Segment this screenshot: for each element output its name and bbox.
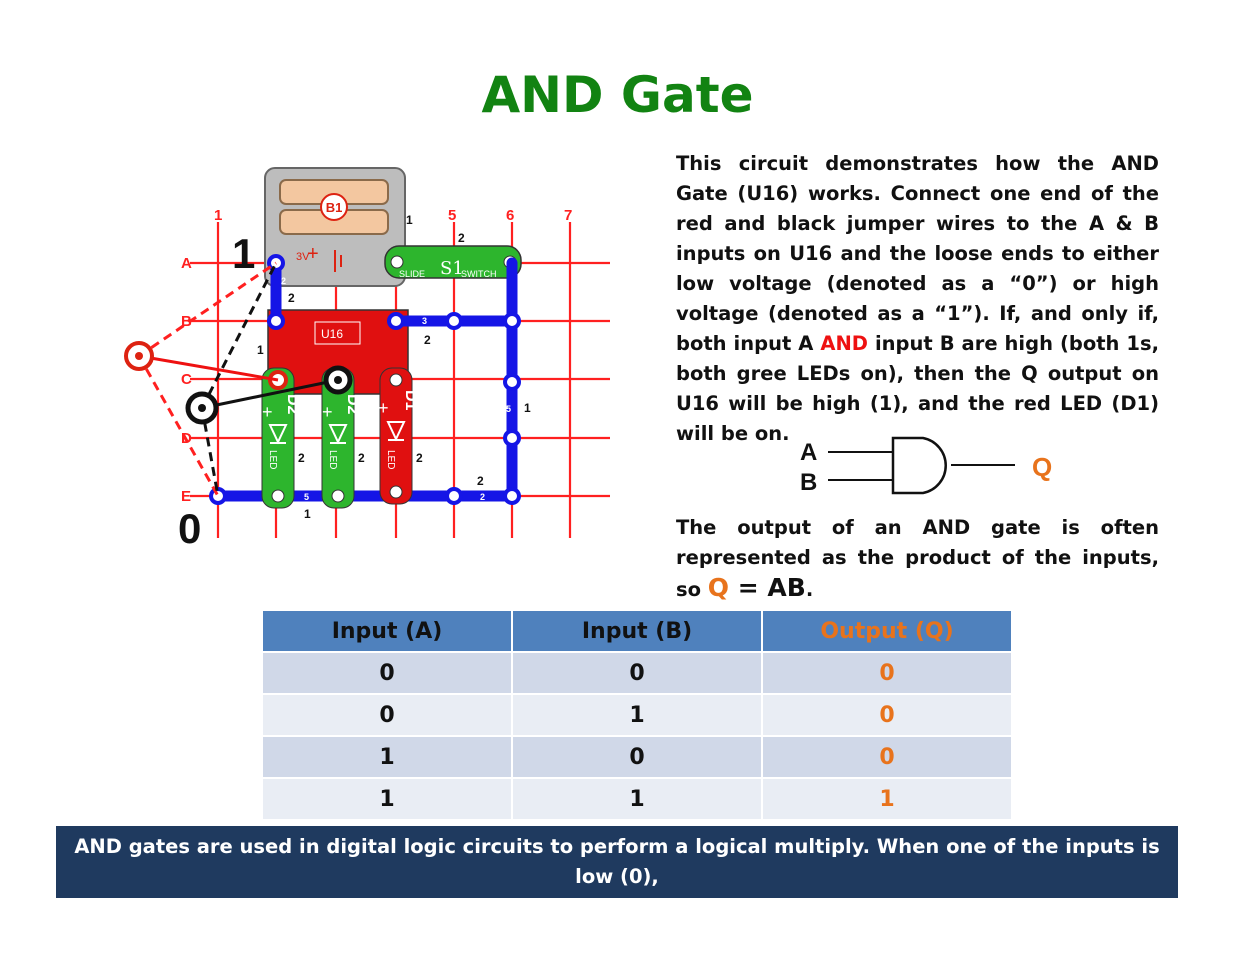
cell-input-b: 1 xyxy=(513,779,761,819)
description-part1: This circuit demonstrates how the AND Ga… xyxy=(676,152,1159,355)
high-level-label: 1 xyxy=(232,230,255,277)
table-row: 1 0 0 xyxy=(263,737,1011,777)
slide-switch-s1: SLIDE S1 SWITCH xyxy=(384,245,522,279)
row-label-a: A xyxy=(181,255,192,272)
segment-number: 2 xyxy=(458,231,465,245)
and-highlight: AND xyxy=(820,332,868,355)
row-label-b: B xyxy=(181,313,192,330)
cell-input-a: 0 xyxy=(263,653,511,693)
output-text-suffix: . xyxy=(805,578,814,601)
blue-snaps xyxy=(209,254,521,505)
led-d2-a-plus: + xyxy=(262,402,273,422)
led-d2-b-text: LED xyxy=(327,450,338,469)
truth-table-header: Input (A) Input (B) Output (Q) xyxy=(263,611,1011,651)
led-d1-label: D1 xyxy=(402,390,419,411)
led-d1-plus: + xyxy=(378,398,389,418)
segment-number: 2 xyxy=(281,276,286,286)
cell-input-a: 0 xyxy=(263,695,511,735)
summary-note: AND gates are used in digital logic circ… xyxy=(56,826,1178,918)
description-text: This circuit demonstrates how the AND Ga… xyxy=(676,149,1159,449)
segment-number: 2 xyxy=(298,451,305,465)
led-d2-a-label: D2 xyxy=(284,394,301,415)
cell-input-a: 1 xyxy=(263,779,511,819)
switch-label: S1 xyxy=(440,258,464,279)
col-label-7: 7 xyxy=(564,207,572,224)
battery-plus: + xyxy=(307,243,319,265)
cell-input-a: 1 xyxy=(263,737,511,777)
led-d2-a: D2 + LED xyxy=(261,367,301,509)
segment-number: 2 xyxy=(288,291,295,305)
output-text: The output of an AND gate is often repre… xyxy=(676,513,1159,605)
battery-b1: B1 3V + xyxy=(264,167,406,287)
row-label-e: E xyxy=(181,488,191,505)
row-label-c: C xyxy=(181,371,192,388)
segment-number: 2 xyxy=(424,333,431,347)
cell-output-q: 1 xyxy=(763,779,1011,819)
segment-number: 3 xyxy=(422,316,427,326)
cell-input-b: 1 xyxy=(513,695,761,735)
switch-right-label: SWITCH xyxy=(461,269,497,279)
switch-left-label: SLIDE xyxy=(399,269,425,279)
output-text-prefix: The output of an AND gate is often repre… xyxy=(676,516,1159,601)
segment-number: 2 xyxy=(477,474,484,488)
description-part2: input B are high (both 1s, both gree LED… xyxy=(676,332,1159,445)
chip-label: U16 xyxy=(321,327,343,341)
led-d2-a-text: LED xyxy=(267,450,278,469)
table-row: 1 1 1 xyxy=(263,779,1011,819)
battery-voltage: 3V xyxy=(296,251,310,263)
header-output-q: Output (Q) xyxy=(763,611,1011,651)
segment-number: 2 xyxy=(416,451,423,465)
led-d1-text: LED xyxy=(385,450,396,469)
segment-number: 2 xyxy=(480,492,485,502)
circuit-diagram: A B C D E 1 5 6 7 B1 3V + SLIDE S1 SWITC… xyxy=(124,167,610,552)
led-d2-b-label: D2 xyxy=(344,394,361,415)
table-row: 0 1 0 xyxy=(263,695,1011,735)
cell-output-q: 0 xyxy=(763,653,1011,693)
cell-output-q: 0 xyxy=(763,695,1011,735)
segment-number: 2 xyxy=(358,451,365,465)
segment-number: 5 xyxy=(506,404,511,414)
low-level-label: 0 xyxy=(178,505,201,552)
header-input-a: Input (A) xyxy=(263,611,511,651)
page-title: AND Gate xyxy=(481,66,754,124)
truth-table: Input (A) Input (B) Output (Q) 0 0 0 0 1… xyxy=(261,609,1013,821)
header-input-b: Input (B) xyxy=(513,611,761,651)
gate-output-q: Q xyxy=(1032,452,1052,482)
col-label-6: 6 xyxy=(506,207,514,224)
and-gate-symbol: A B Q xyxy=(800,436,1052,496)
col-label-5: 5 xyxy=(448,207,456,224)
segment-number: 1 xyxy=(524,401,531,415)
segment-number: 1 xyxy=(406,213,413,227)
output-text-equation: = AB xyxy=(729,573,806,602)
gate-input-b: B xyxy=(800,469,817,496)
segment-number: 1 xyxy=(304,507,311,521)
cell-input-b: 0 xyxy=(513,737,761,777)
led-d2-b-plus: + xyxy=(322,402,333,422)
summary-note-line2: the output is low (i.e. multiply by 0). … xyxy=(85,895,1149,918)
col-label-1: 1 xyxy=(214,207,222,224)
gate-input-a: A xyxy=(800,439,817,466)
jumper-wires xyxy=(124,261,353,497)
battery-label: B1 xyxy=(326,200,343,215)
cell-output-q: 0 xyxy=(763,737,1011,777)
segment-number: 1 xyxy=(257,343,264,357)
summary-note-line1: AND gates are used in digital logic circ… xyxy=(74,835,1160,888)
segment-number: 5 xyxy=(304,492,309,502)
led-d1: D1 + LED xyxy=(378,367,419,505)
output-text-q: Q xyxy=(707,573,730,602)
table-row: 0 0 0 xyxy=(263,653,1011,693)
cell-input-b: 0 xyxy=(513,653,761,693)
